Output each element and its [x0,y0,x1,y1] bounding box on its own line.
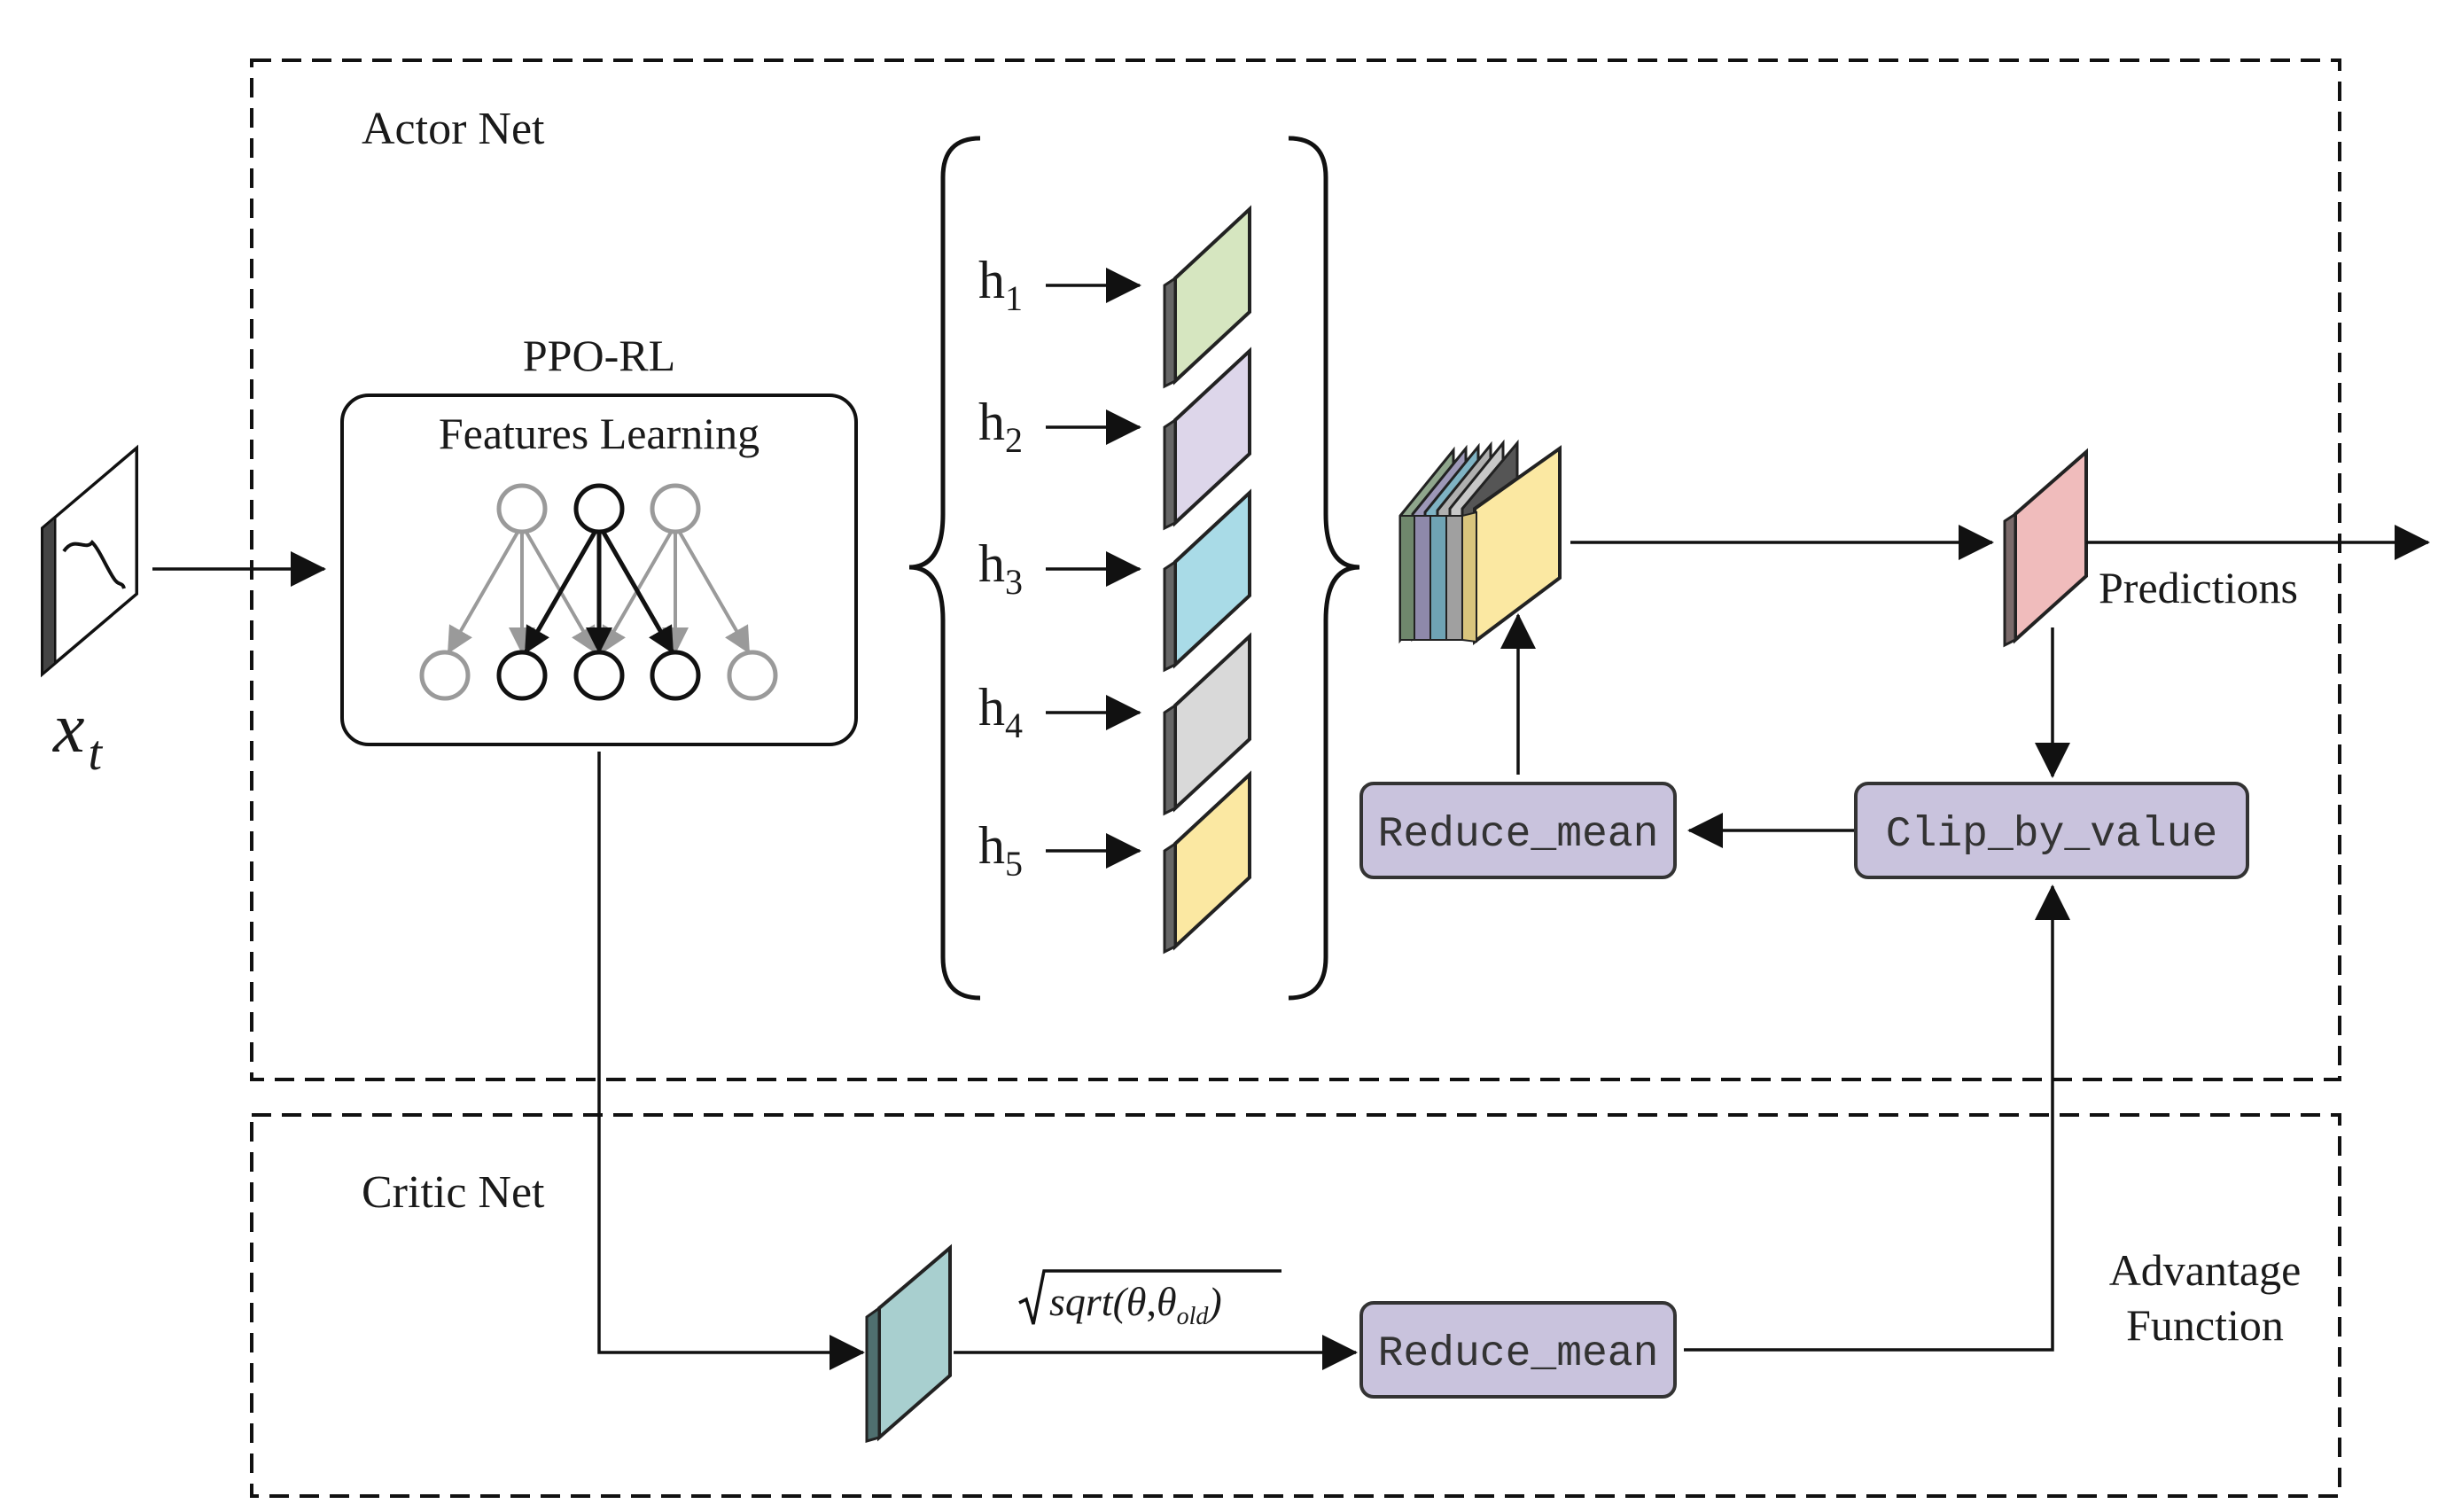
neuron-node [419,650,471,701]
neuron-node [573,650,625,701]
hidden-layer-1: h1 [978,205,1251,389]
hidden-layer-face [1173,632,1251,813]
hidden-label: h4 [978,678,1023,745]
hidden-layer-5: h5 [978,770,1251,955]
advantage-label-line2: Function [2126,1300,2284,1350]
hidden-layer-edge [1163,276,1177,389]
hidden-layer-edge [1163,841,1177,955]
hidden-label: h1 [978,251,1023,318]
predictions-label: Predictions [2099,563,2298,612]
clip-by-value-label: Clip_by_value [1886,811,2217,859]
reduce-mean-actor-label: Reduce_mean [1378,811,1659,859]
reduce-mean-critic-label: Reduce_mean [1378,1330,1659,1378]
hidden-layer-edge [1163,559,1177,673]
hidden-layer-edge [1163,417,1177,531]
hidden-label: h2 [978,393,1023,460]
hidden-layer-face [1173,770,1251,951]
hidden-layer-face [1173,488,1251,669]
clip-by-value-box [1854,782,2249,879]
critic-net-label: Critic Net [362,1167,545,1218]
hidden-label: h5 [978,816,1023,884]
features-learning-label: Features Learning [439,409,760,458]
right-brace [1288,136,1360,1001]
reduce-mean-actor-box [1359,782,1677,879]
hidden-label: h3 [978,534,1023,602]
prediction-layer [2003,448,2088,648]
ppo-rl-title: PPO-RL [523,331,675,380]
hidden-layer-3: h3 [978,488,1251,673]
critic-net-region [250,1113,2341,1498]
advantage-to-clip-path [1684,885,2070,1352]
ppo-to-critic-path [597,752,865,1370]
input-label: xt [52,690,104,781]
hidden-layer-face [1173,205,1251,386]
neuron-node [650,650,701,701]
neuron-node [496,483,548,534]
hidden-layers: h1 h2 h3 h4 h5 [978,205,1251,955]
actor-net-label: Actor Net [362,104,545,154]
hidden-layer-edge [1163,703,1177,816]
hidden-layer-2: h2 [978,347,1251,531]
neuron-node [650,483,701,534]
sqrt-formula: sqrt(θ,θold) [1018,1269,1281,1330]
neural-network-icon [419,483,778,701]
advantage-label-line1: Advantage [2109,1245,2302,1295]
left-brace [908,136,981,1001]
critic-layer [865,1243,952,1443]
svg-text:sqrt(θ,θold): sqrt(θ,θold) [1049,1279,1222,1330]
hidden-layer-4: h4 [978,632,1251,816]
input-signal-layer [41,444,138,678]
reduce-mean-critic-box [1359,1301,1677,1399]
neuron-node [573,483,625,534]
hidden-layer-face [1173,347,1251,527]
neuron-node [496,650,548,701]
stacked-feature-maps [1398,439,1562,645]
neuron-node [727,650,778,701]
